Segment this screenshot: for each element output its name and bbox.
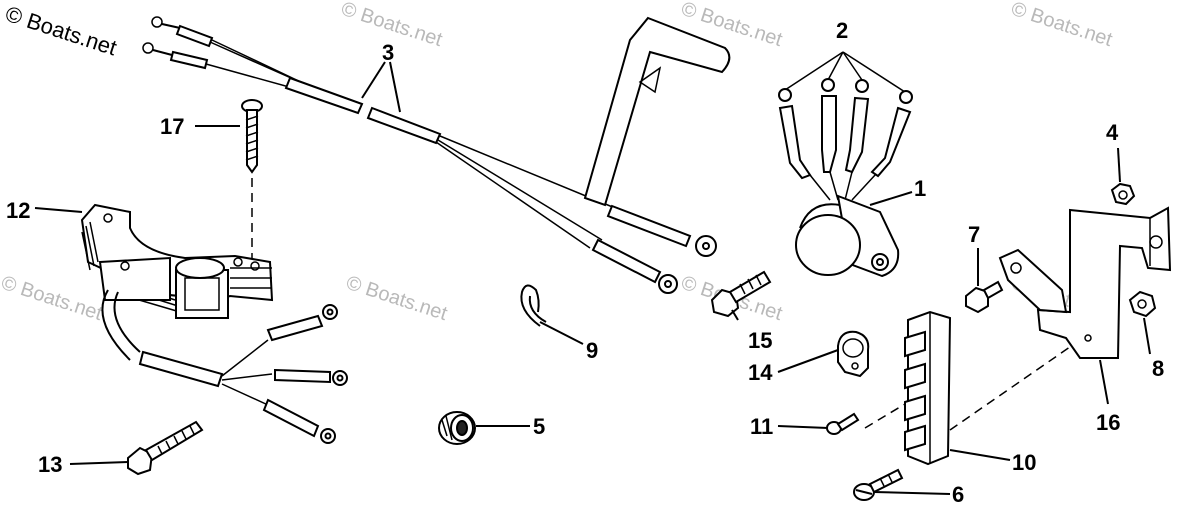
callout-labels: 1 2 3 4 5 6 7 8 9 10 11 12 13 14 15 16 1… [6,18,1164,507]
callout-4: 4 [1106,120,1119,145]
wire-harness-part-3 [142,16,731,294]
bracket-part-16 [998,206,1172,359]
bolt-part-7 [965,280,1004,314]
watermark-faint: © Boats.net [343,272,450,325]
callout-16: 16 [1096,410,1120,435]
watermark-faint: © Boats.net [0,272,105,325]
callout-5: 5 [533,414,545,439]
screw-part-11 [826,412,860,435]
callout-11: 11 [750,414,773,439]
grommet-part-5 [438,411,476,445]
callout-8: 8 [1152,356,1164,381]
leader-lines [34,61,1151,495]
watermark-main: © Boats.net [2,1,119,60]
callout-12: 12 [6,198,30,223]
clamp-part-14 [837,330,870,378]
callout-17: 17 [160,114,184,139]
callout-3: 3 [382,40,394,65]
callout-15: 15 [748,328,772,353]
terminal-block-part-10 [864,310,1081,466]
clip-part-9 [520,284,547,327]
callout-7: 7 [968,222,980,247]
bolt-part-13 [127,420,204,476]
relay-part-1 [795,194,900,278]
callout-13: 13 [38,452,62,477]
callout-1: 1 [914,176,926,201]
callout-10: 10 [1012,450,1036,475]
stator-wires [101,289,348,444]
callout-9: 9 [586,338,598,363]
screw-part-6 [853,468,904,501]
leads-part-2 [778,51,913,201]
bolt-part-15 [710,270,772,318]
nut-part-4 [1110,182,1136,206]
nut-part-8 [1128,290,1157,318]
callout-6: 6 [952,482,964,507]
screw-part-17 [241,99,263,258]
callout-14: 14 [748,360,773,385]
stator-part-12 [80,203,274,319]
watermark-faint: © Boats.net [1008,0,1115,51]
callout-2: 2 [836,18,848,43]
